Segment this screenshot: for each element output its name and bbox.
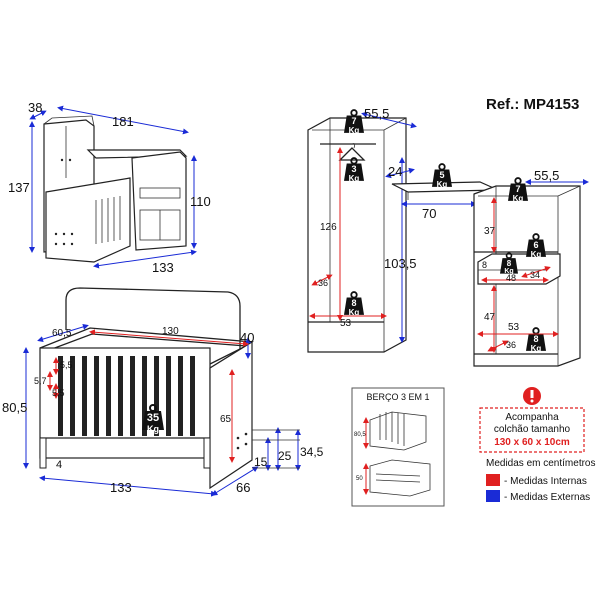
crib-load-unit: Kg [147, 424, 159, 434]
crib-inner-height-label: 65 [220, 414, 232, 425]
crib-bottom-34-label: 34,5 [300, 445, 324, 459]
reference-code: Ref.: MP4153 [486, 96, 579, 113]
crib-gap-mid-label: 5,5 [52, 388, 65, 398]
dresser-drawer-load-unit: Kg [504, 268, 513, 275]
dresser-inner-width-label: 53 [508, 322, 520, 333]
dresser-bottom-load-unit: Kg [531, 344, 542, 353]
wardrobe-top-load-unit: Kg [349, 126, 360, 135]
dresser-shelf-height-label: 37 [484, 226, 496, 237]
wardrobe-hanger-label: 126 [320, 222, 337, 233]
wardrobe-bar-load-unit: Kg [349, 174, 360, 183]
dresser-detail: 7 Kg 6 Kg 8 Kg 8 Kg 55,5 37 8 48 34 47 5… [473, 168, 589, 367]
note-line-1: Acompanha [505, 412, 559, 423]
crib-top-depth-label: 60,5 [52, 328, 72, 339]
wardrobe-bottom-load-unit: Kg [349, 308, 360, 317]
dresser-top-load: 7 [515, 184, 520, 194]
overview-height-right-label: 110 [190, 194, 211, 209]
wardrobe-inner-depth-label: 36 [318, 278, 328, 288]
crib-bottom-25-label: 25 [278, 449, 292, 463]
dresser-width-label: 55,5 [534, 168, 559, 183]
dresser-shelf-load: 6 [533, 240, 538, 250]
overview-crib [45, 177, 131, 263]
desk-load: 5 [439, 170, 444, 180]
dresser-lower-height-label: 47 [484, 312, 496, 323]
crib-gap-side-label: 5,7 [34, 376, 47, 386]
note-frame [479, 407, 585, 453]
desk-detail: 5 Kg 24 70 [385, 163, 499, 221]
crib-bottom-15-label: 15 [254, 455, 268, 469]
dresser-top-load-unit: Kg [513, 194, 524, 203]
crib-inner-length-label: 130 [162, 326, 179, 337]
wardrobe-height-label: 103,5 [384, 256, 417, 271]
overview-set: 38 181 137 110 133 [8, 100, 211, 275]
wardrobe-width-label: 55,5 [364, 106, 389, 121]
overview-dresser [131, 151, 187, 251]
crib-foot-label: 4 [56, 459, 62, 471]
note-line-2: colchão tamanho [494, 424, 571, 435]
dresser-drawer-width-label: 48 [506, 273, 516, 283]
overview-height-label: 137 [8, 180, 30, 195]
dresser-shelf-load-unit: Kg [531, 250, 542, 259]
crib-3in1-inset: BERÇO 3 EM 1 80,5 50 [351, 387, 445, 507]
legend-title: Medidas em centímetros [486, 458, 596, 469]
overview-depth-right-label: 133 [152, 260, 174, 275]
wardrobe-detail: 7 Kg 3 Kg 8 Kg 55,5 126 103,5 36 53 [307, 106, 417, 353]
dresser-drawer-height-label: 8 [482, 260, 487, 270]
legend-internal-swatch [486, 474, 500, 486]
inset-bed-height-label: 50 [356, 476, 363, 482]
crib-detail: 35 Kg 60,5 40 80,5 133 66 15 25 34,5 4 1… [2, 287, 324, 497]
wardrobe-bar-load: 3 [351, 164, 356, 174]
crib-head-height-label: 40 [240, 330, 254, 345]
legend-external-swatch [486, 490, 500, 502]
legend-external-label: - Medidas Externas [504, 492, 590, 503]
dresser-bottom-load: 8 [533, 334, 538, 344]
desk-load-unit: Kg [437, 180, 448, 189]
overview-depth-label: 38 [28, 100, 42, 115]
crib-depth-label: 66 [236, 480, 250, 495]
overview-width-label: 181 [112, 114, 134, 129]
legend: Medidas em centímetros - Medidas Interna… [486, 458, 596, 503]
crib-gap-top-label: 5,5 [60, 360, 73, 370]
crib-slats [58, 356, 195, 436]
dresser-drawer-load: 8 [507, 259, 512, 268]
dresser-drawer-depth-label: 34 [530, 270, 540, 280]
crib-length-label: 133 [110, 480, 132, 495]
wardrobe-top-load: 7 [351, 116, 356, 126]
desk-length-label: 70 [422, 206, 436, 221]
crib-headboard [65, 287, 241, 350]
wardrobe-bottom-load: 8 [351, 298, 356, 308]
note-line-3: 130 x 60 x 10cm [494, 437, 570, 448]
desk-depth-label: 24 [388, 164, 402, 179]
mattress-note: Acompanha colchão tamanho 130 x 60 x 10c… [479, 387, 585, 453]
inset-crib-height-label: 80,5 [354, 432, 366, 438]
dresser-inner-depth-label: 36 [506, 340, 516, 350]
wardrobe-inner-width-label: 53 [340, 318, 352, 329]
legend-internal-label: - Medidas Internas [504, 476, 587, 487]
inset-title: BERÇO 3 EM 1 [366, 392, 429, 402]
crib-load-value: 35 [147, 412, 159, 424]
crib-total-height-label: 80,5 [2, 400, 27, 415]
